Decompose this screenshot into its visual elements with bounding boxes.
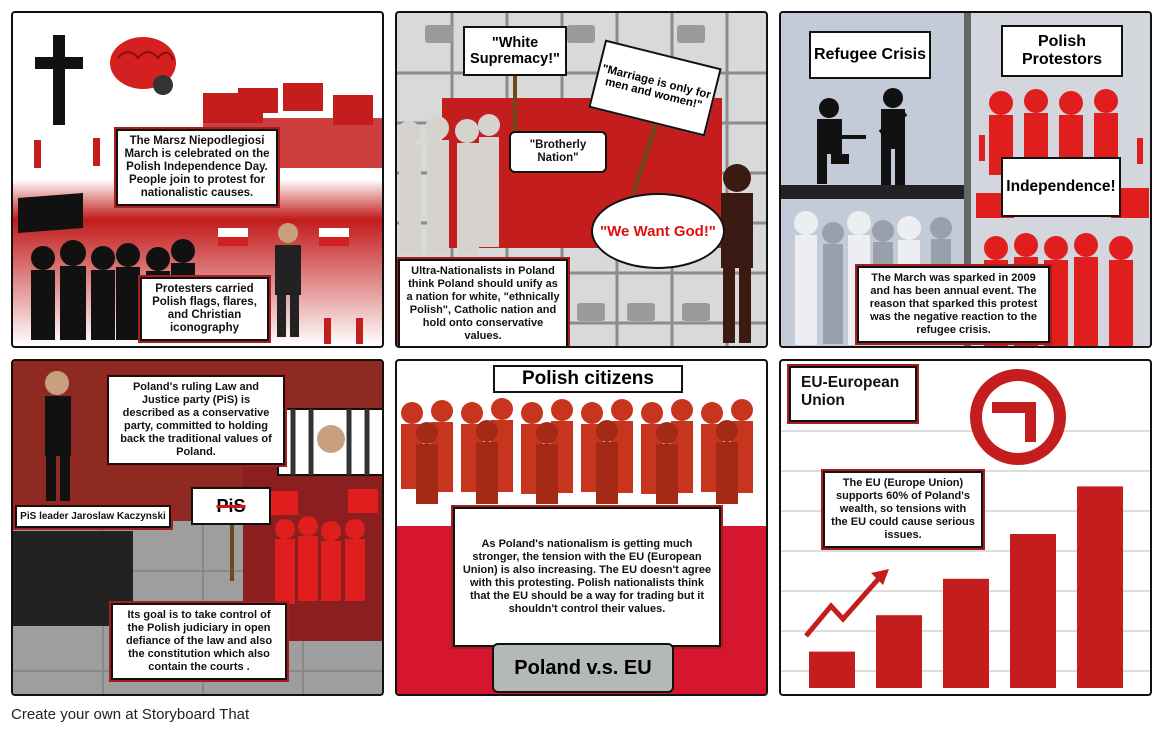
- flare-icon: [34, 138, 363, 344]
- caption-pis-description: Poland's ruling Law and Justice party (P…: [107, 375, 285, 465]
- sign-pis: PiS: [191, 487, 271, 525]
- panel-polish-citizens: Polish citizens As Poland's nationalism …: [395, 359, 768, 696]
- sign-white-supremacy: "White Supremacy!": [463, 26, 567, 76]
- caption-march: The Marsz Niepodlegiosi March is celebra…: [116, 129, 278, 206]
- jail-icon: [277, 408, 382, 476]
- brain-icon: [110, 37, 176, 95]
- caption-eu-wealth: The EU (Europe Union) supports 60% of Po…: [823, 471, 983, 548]
- title-polish-citizens: Polish citizens: [493, 365, 683, 393]
- title-eu: EU-European Union: [789, 366, 917, 422]
- panel-ultranationalists: "White Supremacy!" "Marriage is only for…: [395, 11, 768, 348]
- bubble-we-want-god: "We Want God!": [591, 193, 725, 269]
- panel-pis-party: Poland's ruling Law and Justice party (P…: [11, 359, 384, 696]
- caption-march-origin: The March was sparked in 2009 and has be…: [857, 266, 1050, 343]
- caption-eu-tension: As Poland's nationalism is getting much …: [453, 507, 721, 647]
- speaker-figure: [721, 164, 753, 343]
- panel-march: The Marsz Niepodlegiosi March is celebra…: [11, 11, 384, 348]
- banner-poland-vs-eu: Poland v.s. EU: [492, 643, 674, 693]
- growth-bar: [1010, 534, 1056, 688]
- caption-ultranationalists: Ultra-Nationalists in Poland think Polan…: [398, 259, 568, 346]
- growth-bar: [876, 615, 922, 688]
- flag-icon: [218, 228, 349, 246]
- soldier-figure: [878, 88, 908, 185]
- bubble-brotherly-nation: "Brotherly Nation": [509, 131, 607, 173]
- label-pis-leader: PiS leader Jaroslaw Kaczynski: [15, 505, 171, 528]
- sign-pis-text: PiS: [216, 495, 246, 516]
- soldier-figure: [817, 98, 866, 184]
- growth-bar: [809, 651, 855, 688]
- title-polish-protestors: Polish Protestors: [1001, 25, 1123, 77]
- wall-scene: [397, 13, 766, 346]
- caption-pis-goal: Its goal is to take control of the Polis…: [111, 603, 287, 680]
- sign-independence: Independence!: [1001, 157, 1121, 217]
- panel-european-union: EU-European Union The EU (Europe Union) …: [779, 359, 1152, 696]
- footer-credit[interactable]: Create your own at Storyboard That: [11, 706, 250, 723]
- trend-arrow: [804, 574, 883, 638]
- leader-figure: [45, 371, 71, 501]
- growth-chart: [781, 369, 1150, 688]
- flare-icon: [979, 135, 1143, 164]
- pis-logo-icon: [970, 369, 1066, 465]
- growth-bar: [943, 578, 989, 688]
- caption-protesters: Protesters carried Polish flags, flares,…: [140, 277, 269, 341]
- panel-refugee-crisis: Refugee Crisis Polish Protestors Indepen…: [779, 11, 1152, 348]
- growth-bar: [1077, 486, 1123, 688]
- cross-icon: [35, 35, 83, 125]
- speaker-figure: [275, 223, 301, 337]
- title-refugee-crisis: Refugee Crisis: [809, 31, 931, 79]
